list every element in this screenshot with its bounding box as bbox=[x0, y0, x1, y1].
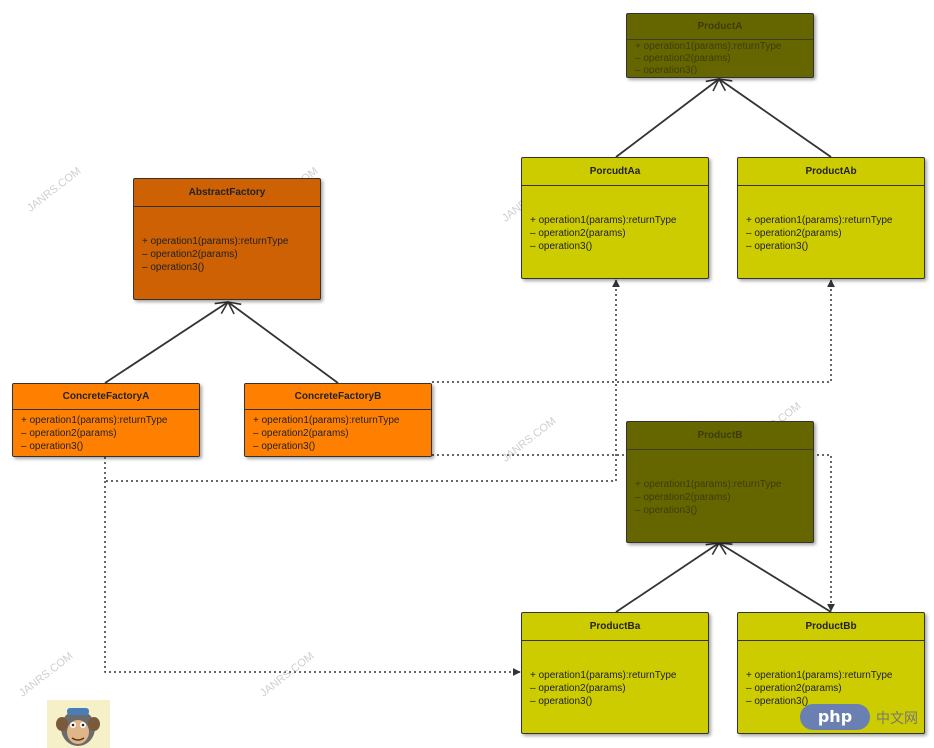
class-product-a[interactable]: ProductA + operation1(params):returnType… bbox=[626, 13, 814, 78]
operation: – operation2(params) bbox=[142, 249, 238, 260]
dep-factory-a-to-product-aa bbox=[104, 279, 620, 482]
operation: – operation3() bbox=[746, 241, 809, 252]
class-operations: + operation1(params):returnType – operat… bbox=[530, 214, 704, 253]
class-concrete-factory-a[interactable]: ConcreteFactoryA + operation1(params):re… bbox=[12, 383, 200, 457]
class-name: ProductA bbox=[627, 14, 813, 40]
inherit-product-bb bbox=[719, 543, 832, 613]
operation: + operation1(params):returnType bbox=[530, 670, 677, 681]
class-name: ConcreteFactoryA bbox=[13, 384, 199, 410]
operation: – operation2(params) bbox=[530, 683, 626, 694]
operation: – operation2(params) bbox=[635, 492, 731, 503]
inherit-product-aa bbox=[615, 79, 719, 158]
class-name: PorcudtAa bbox=[522, 158, 708, 186]
operation: – operation3() bbox=[21, 441, 84, 452]
class-product-ba[interactable]: ProductBa + operation1(params):returnTyp… bbox=[521, 612, 709, 734]
operation: + operation1(params):returnType bbox=[746, 670, 893, 681]
class-product-b[interactable]: ProductB + operation1(params):returnType… bbox=[626, 421, 814, 543]
php-logo-text: php bbox=[800, 704, 870, 730]
operation: – operation2(params) bbox=[530, 228, 626, 239]
operation: – operation3() bbox=[635, 505, 698, 516]
class-operations: + operation1(params):returnType – operat… bbox=[635, 41, 809, 74]
operation: + operation1(params):returnType bbox=[21, 415, 168, 426]
operation: – operation2(params) bbox=[21, 428, 117, 439]
operation: + operation1(params):returnType bbox=[142, 236, 289, 247]
operation: – operation2(params) bbox=[746, 228, 842, 239]
operation: – operation3() bbox=[253, 441, 316, 452]
operation: – operation3() bbox=[142, 262, 205, 273]
operation: + operation1(params):returnType bbox=[530, 215, 677, 226]
dep-factory-b-to-product-ab bbox=[432, 279, 835, 383]
class-operations: + operation1(params):returnType – operat… bbox=[746, 214, 920, 253]
class-name: AbstractFactory bbox=[134, 179, 320, 207]
inherit-factory-a bbox=[104, 302, 228, 384]
class-product-ab[interactable]: ProductAb + operation1(params):returnTyp… bbox=[737, 157, 925, 279]
php-cn-logo: php 中文网 bbox=[800, 700, 928, 732]
logo-cn-text: 中文网 bbox=[876, 711, 918, 727]
operation: + operation1(params):returnType bbox=[635, 479, 782, 490]
class-name: ProductAb bbox=[738, 158, 924, 186]
operation: – operation2(params) bbox=[746, 683, 842, 694]
operation: – operation3() bbox=[530, 241, 593, 252]
class-operations: + operation1(params):returnType – operat… bbox=[21, 414, 195, 453]
class-name: ProductBa bbox=[522, 613, 708, 641]
class-concrete-factory-b[interactable]: ConcreteFactoryB + operation1(params):re… bbox=[244, 383, 432, 457]
inherit-product-ab bbox=[719, 79, 832, 158]
operation: – operation3() bbox=[530, 696, 593, 707]
class-name: ProductB bbox=[627, 422, 813, 450]
operation: – operation3() bbox=[746, 696, 809, 707]
operation: + operation1(params):returnType bbox=[253, 415, 400, 426]
class-operations: + operation1(params):returnType – operat… bbox=[635, 478, 809, 517]
class-operations: + operation1(params):returnType – operat… bbox=[746, 669, 920, 708]
inherit-product-ba bbox=[615, 543, 719, 613]
operation: – operation3() bbox=[635, 65, 698, 74]
class-operations: + operation1(params):returnType – operat… bbox=[530, 669, 704, 708]
class-product-aa[interactable]: PorcudtAa + operation1(params):returnTyp… bbox=[521, 157, 709, 279]
monkey-avatar-icon bbox=[47, 700, 110, 748]
class-name: ProductBb bbox=[738, 613, 924, 641]
dep-factory-a-to-product-ba bbox=[104, 481, 521, 676]
operation: + operation1(params):returnType bbox=[635, 41, 782, 52]
inherit-factory-b bbox=[228, 302, 339, 384]
class-name: ConcreteFactoryB bbox=[245, 384, 431, 410]
operation: – operation2(params) bbox=[635, 53, 731, 64]
operation: – operation2(params) bbox=[253, 428, 349, 439]
class-operations: + operation1(params):returnType – operat… bbox=[253, 414, 427, 453]
class-operations: + operation1(params):returnType – operat… bbox=[142, 235, 316, 274]
operation: + operation1(params):returnType bbox=[746, 215, 893, 226]
class-abstract-factory[interactable]: AbstractFactory + operation1(params):ret… bbox=[133, 178, 321, 300]
